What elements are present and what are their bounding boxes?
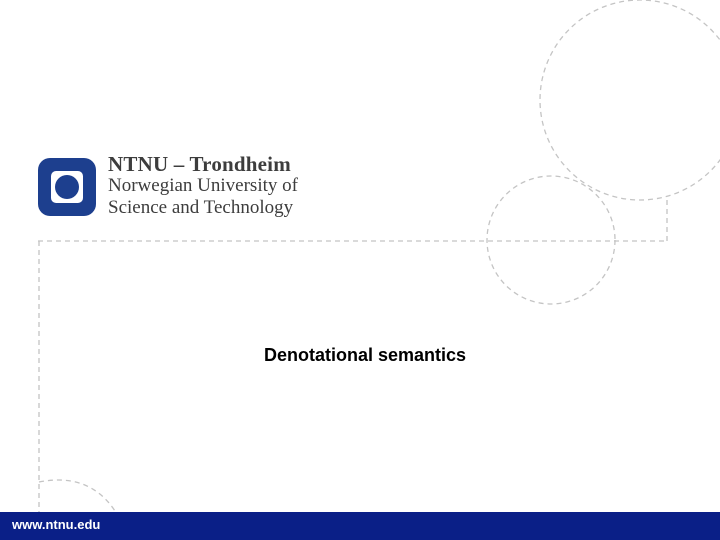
footer-bar: www.ntnu.edu (0, 512, 720, 540)
ntnu-logo-icon (38, 158, 96, 216)
institution-name-line1: NTNU – Trondheim (108, 152, 291, 176)
small-dashed-circle (486, 175, 616, 305)
institution-name-line3: Science and Technology (108, 197, 294, 218)
institution-name: NTNU – Trondheim Norwegian University of… (108, 153, 298, 219)
dashed-bottom-arc (38, 479, 126, 531)
slide-title: Denotational semantics (263, 345, 467, 365)
large-dashed-circle (539, 0, 720, 201)
footer-url: www.ntnu.edu (12, 517, 101, 532)
institution-name-line2: Norwegian University of (108, 175, 298, 196)
